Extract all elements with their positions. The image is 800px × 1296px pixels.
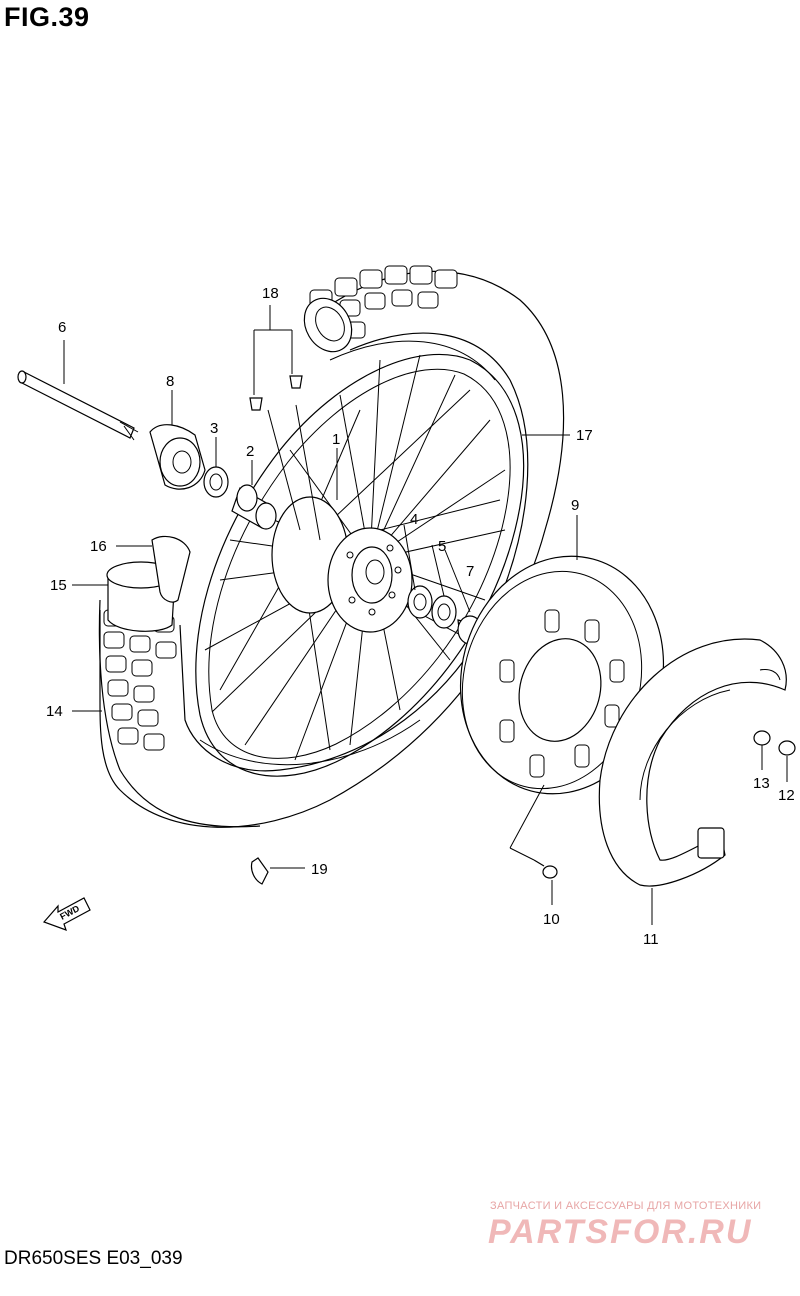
figure-title: FIG.39 bbox=[4, 2, 90, 32]
callout-13: 13 bbox=[753, 775, 770, 792]
watermark-tagline: ЗАПЧАСТИ И АКСЕССУАРЫ ДЛЯ МОТОТЕХНИКИ bbox=[490, 1200, 762, 1212]
callout-5: 5 bbox=[438, 538, 446, 555]
callout-15: 15 bbox=[50, 577, 67, 594]
callout-14: 14 bbox=[46, 703, 63, 720]
valve-clip bbox=[250, 857, 269, 885]
callout-18: 18 bbox=[262, 285, 279, 302]
leader-lines bbox=[63, 305, 788, 925]
callout-2: 2 bbox=[246, 443, 254, 460]
callout-12: 12 bbox=[778, 787, 795, 804]
callout-6: 6 bbox=[58, 319, 66, 336]
tire-lower-section bbox=[98, 599, 261, 828]
callout-17: 17 bbox=[576, 427, 593, 444]
hub-drawing bbox=[271, 496, 413, 633]
callout-9: 9 bbox=[571, 497, 579, 514]
seal-and-spacer bbox=[203, 466, 277, 530]
callout-11: 11 bbox=[643, 931, 659, 948]
forward-arrow-icon: FWD bbox=[42, 897, 91, 931]
bolts bbox=[533, 730, 796, 879]
callout-8: 8 bbox=[166, 373, 174, 390]
callout-4: 4 bbox=[410, 511, 418, 528]
callout-1: 1 bbox=[332, 431, 340, 448]
axle-drawing bbox=[17, 370, 139, 441]
callout-10: 10 bbox=[543, 911, 560, 928]
speedo-gearbox-drawing bbox=[149, 424, 206, 490]
model-code: DR650SES E03_039 bbox=[4, 1248, 183, 1269]
callout-19: 19 bbox=[311, 861, 328, 878]
tube-and-rim-band bbox=[106, 535, 191, 632]
callout-3: 3 bbox=[210, 420, 218, 437]
callout-7: 7 bbox=[466, 563, 474, 580]
callout-labels: 1 2 3 4 5 6 7 8 9 10 11 12 13 14 15 16 1… bbox=[46, 285, 795, 948]
spoke-nipples bbox=[249, 375, 321, 541]
callout-16: 16 bbox=[90, 538, 107, 555]
disc-cover-drawing bbox=[598, 638, 787, 887]
watermark-brand: PARTSFOR.RU bbox=[488, 1213, 753, 1251]
